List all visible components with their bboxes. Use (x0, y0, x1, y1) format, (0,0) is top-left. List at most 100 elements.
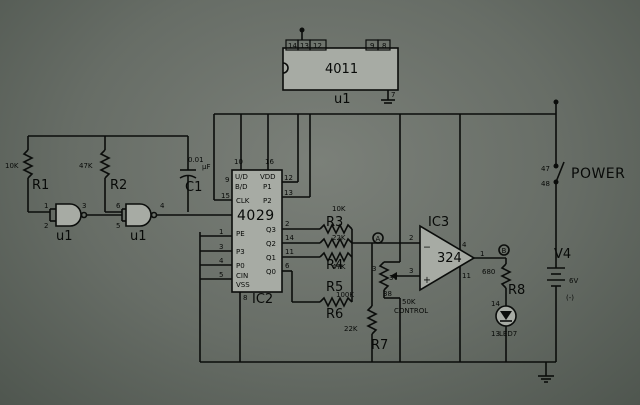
ic-4011-top: 14 13 12 9 8 4011 u1 7 (282, 27, 399, 107)
r5-value: 47K (332, 263, 346, 271)
power-section: 47 48 POWER V4 6V (-) (541, 155, 625, 362)
r1-name: R1 (32, 178, 49, 193)
u1-pin-label: 13 (300, 42, 309, 50)
node-b-marker (498, 244, 510, 256)
ic2-pin-label: Q1 (266, 254, 276, 262)
c1-name: C1 (185, 180, 202, 195)
ic2-chip-label: 4029 (237, 208, 275, 224)
pot-zigzag (378, 261, 390, 291)
ic2-pin-label: Q3 (266, 226, 276, 234)
r5-zigzag (319, 251, 353, 263)
ic2-pin: 8 (243, 294, 247, 302)
ic2-pin-label: P1 (263, 183, 272, 191)
ic2-pin: 11 (285, 248, 294, 256)
r3-zigzag (319, 223, 353, 235)
ic2-pin: 15 (221, 192, 230, 200)
r3-name: R3 (326, 215, 343, 230)
u1-pin-label: 8 (382, 42, 386, 50)
ic2-pin: 16 (265, 158, 274, 166)
r2-zigzag (99, 149, 111, 179)
r2-value: 47K (79, 162, 93, 170)
ic3-pin: 2 (409, 234, 413, 242)
r1-zigzag (22, 149, 34, 179)
pot-pin: 3 (372, 265, 376, 273)
ic2-pin-label: Q0 (266, 268, 276, 276)
power-rails (200, 99, 559, 383)
c1-unit: μF (202, 163, 210, 171)
led-pin: 13 (491, 330, 500, 338)
ic2-pin: 13 (284, 189, 293, 197)
ic2-pin-label: VSS (236, 281, 250, 289)
r7-value: 22K (344, 325, 358, 333)
supply-terminal (553, 99, 559, 105)
wiper-arrow-icon (390, 272, 397, 280)
ic2-pin-label: CLK (236, 197, 250, 205)
output-stage: B 680 R8 14 13 LED7 (482, 244, 525, 362)
u1-name: u1 (334, 92, 351, 107)
r6-value: 100K (336, 291, 354, 299)
r8-name: R8 (508, 283, 525, 298)
gate-pin: 1 (44, 202, 48, 210)
ic2-pin-label: U/D (235, 173, 248, 181)
led-diode-icon (500, 311, 512, 320)
led-name: LED7 (499, 330, 517, 338)
nand-bubble (150, 211, 158, 219)
pot-50k[interactable]: 3 37 38 50K CONTROL (372, 114, 428, 362)
gate-pin: 3 (82, 202, 86, 210)
r6-name: R6 (326, 307, 343, 322)
dac-ladder: 10K R3 22K R4 47K R5 100K R6 22K R7 A (319, 205, 420, 362)
r1-value: 10K (5, 162, 19, 170)
gate-pin: 5 (116, 222, 120, 230)
ic2-pin: 2 (285, 220, 289, 228)
ic2-pin-label: CIN (236, 272, 248, 280)
u1-pin-label: 12 (313, 42, 322, 50)
r8-value: 680 (482, 268, 495, 276)
ic2-pin: 9 (225, 176, 229, 184)
ic2-pin-label: Q2 (266, 240, 276, 248)
r4-value: 22K (332, 234, 346, 242)
nand-bubble (80, 211, 88, 219)
r4-zigzag (319, 237, 353, 249)
ic3-opamp: IC3 324 − + 2 3 4 11 1 (409, 114, 506, 362)
ic2-body (231, 169, 283, 293)
ic2-pin-label: P2 (263, 197, 272, 205)
r8-zigzag (500, 263, 512, 289)
u1-pin-label: 14 (288, 42, 297, 50)
battery-volts: 6V (569, 277, 578, 285)
node-a-label: A (376, 235, 381, 243)
ic2-pin: 14 (285, 234, 294, 242)
switch-lever-icon[interactable] (555, 161, 565, 183)
ic2-pin: 6 (285, 262, 290, 270)
chip-4011-body (282, 47, 399, 91)
ic3-plus: + (423, 275, 431, 286)
ic3-chip: 324 (437, 251, 462, 266)
ic2-pin: 10 (234, 158, 243, 166)
ic2-4029: 10 16 U/D VDD B/D P1 9 12 CLK P2 15 13 4… (199, 114, 320, 362)
pin-box (309, 39, 327, 51)
u1-gnd-pin: 7 (391, 91, 395, 99)
r6-zigzag (319, 296, 353, 308)
ic3-minus: − (423, 242, 431, 253)
ic2-name: IC2 (252, 292, 273, 307)
gate-pin: 6 (116, 202, 121, 210)
pin-box (377, 39, 391, 51)
ic2-pin: 12 (284, 174, 293, 182)
switch-pin: 48 (541, 180, 550, 188)
ic3-name: IC3 (428, 215, 449, 230)
battery-name: V4 (554, 247, 571, 262)
ic2-pin-label: P0 (236, 262, 245, 270)
nand-gate-1 (55, 203, 82, 227)
vdd-terminal (299, 27, 305, 33)
gate2-name: u1 (130, 229, 147, 244)
u1-pin-label: 9 (370, 42, 374, 50)
ic2-pin: 5 (219, 271, 223, 279)
switch-pin: 47 (541, 165, 550, 173)
r5-name: R5 (326, 280, 343, 295)
r2-name: R2 (110, 178, 127, 193)
ic3-pin: 4 (462, 241, 467, 249)
gate-pin: 4 (160, 202, 165, 210)
pot-value: 50K (402, 298, 416, 306)
led-pin: 14 (491, 300, 500, 308)
opamp-body (419, 224, 476, 292)
